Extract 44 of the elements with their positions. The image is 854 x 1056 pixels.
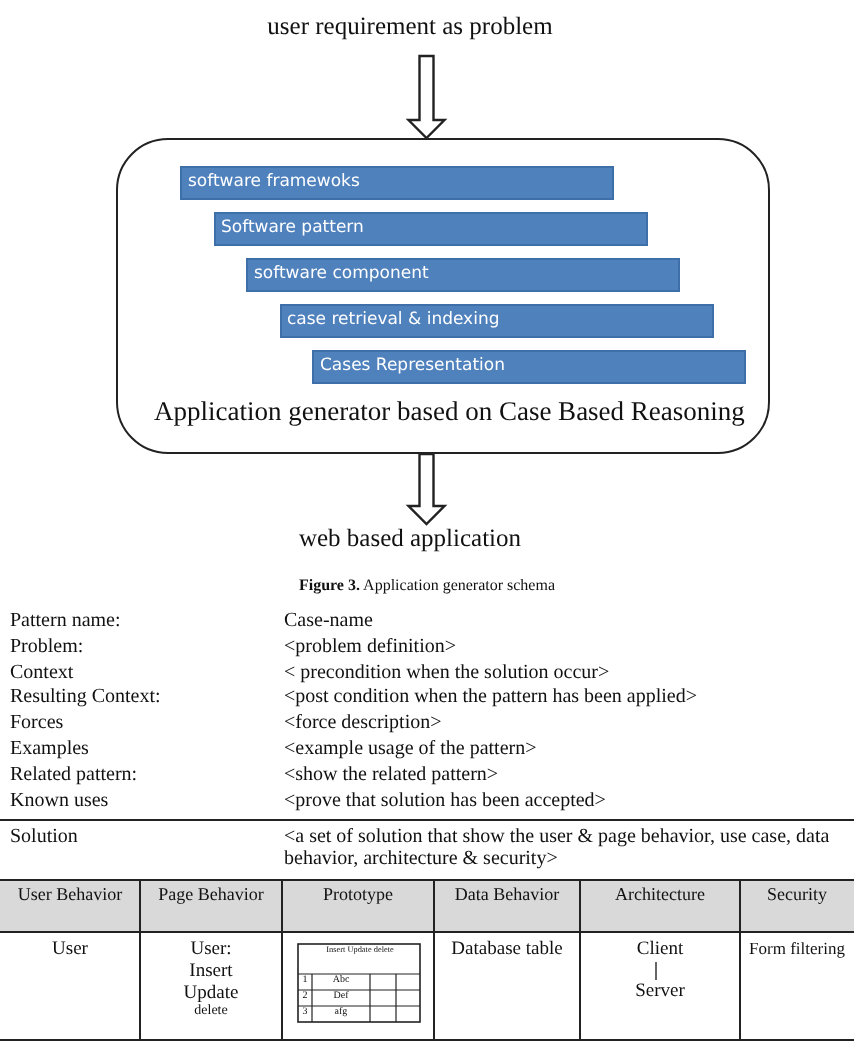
field-value: <show the related pattern> [284, 763, 501, 786]
field-name: Solution [10, 826, 80, 848]
table-cell-text: Update [181, 984, 241, 1004]
rounded-panel [116, 138, 770, 454]
column-header: Page Behavior [156, 886, 266, 906]
layer-bar: case retrieval & indexing [279, 304, 713, 338]
column-header: Architecture [613, 886, 707, 906]
hollow-arrow [405, 54, 448, 140]
field-name: Problem: [10, 635, 86, 658]
field-name: Examples [10, 738, 91, 760]
field-name: Pattern name: [10, 610, 123, 632]
layer-bar: software component [246, 258, 680, 292]
field-value: <problem definition> [284, 635, 458, 658]
field-value: < precondition when the solution occur> [284, 661, 612, 684]
column-header: Data Behavior [452, 886, 562, 906]
layer-bar: Software pattern [213, 212, 647, 246]
table-cell-text: Insert [187, 962, 235, 983]
table-cell-text: Client [634, 940, 686, 961]
field-value: <post condition when the pattern has been applied> [284, 686, 700, 709]
column-header: User Behavior [15, 886, 125, 906]
field-value: <a set of solution that show the user & page behavior, use case, data behavior, architecture & security> [284, 826, 832, 870]
layer-bar: Cases Representation [312, 350, 746, 384]
layer-bar: software framewoks [180, 166, 614, 200]
figure-caption: Figure 3. Application generator schema [296, 576, 558, 595]
table-cell-text: User: [188, 940, 234, 961]
panel-title: Application generator based on Case Based Reasoning [154, 396, 745, 428]
field-name: Known uses [10, 789, 111, 812]
table-cell-text: Form filtering [747, 940, 847, 959]
table-cell-text: User [50, 940, 90, 961]
column-header: Prototype [321, 886, 395, 906]
field-value: Case-name [284, 610, 375, 632]
field-name: Forces [10, 712, 66, 735]
input-label: user requirement as problem [220, 12, 600, 56]
field-name: Related pattern: [10, 763, 140, 786]
table-cell-text: Server [633, 982, 687, 1003]
field-value: <prove that solution has been accepted> [284, 789, 608, 812]
field-name: Context [10, 661, 76, 684]
field-name: Resulting Context: [10, 686, 163, 709]
table-cell-text: Database table [449, 940, 565, 961]
column-header: Security [765, 886, 829, 906]
field-value: <force description> [284, 712, 444, 735]
hollow-arrow [405, 452, 448, 526]
output-label: web based application [240, 524, 580, 564]
field-value: <example usage of the pattern> [284, 738, 539, 760]
